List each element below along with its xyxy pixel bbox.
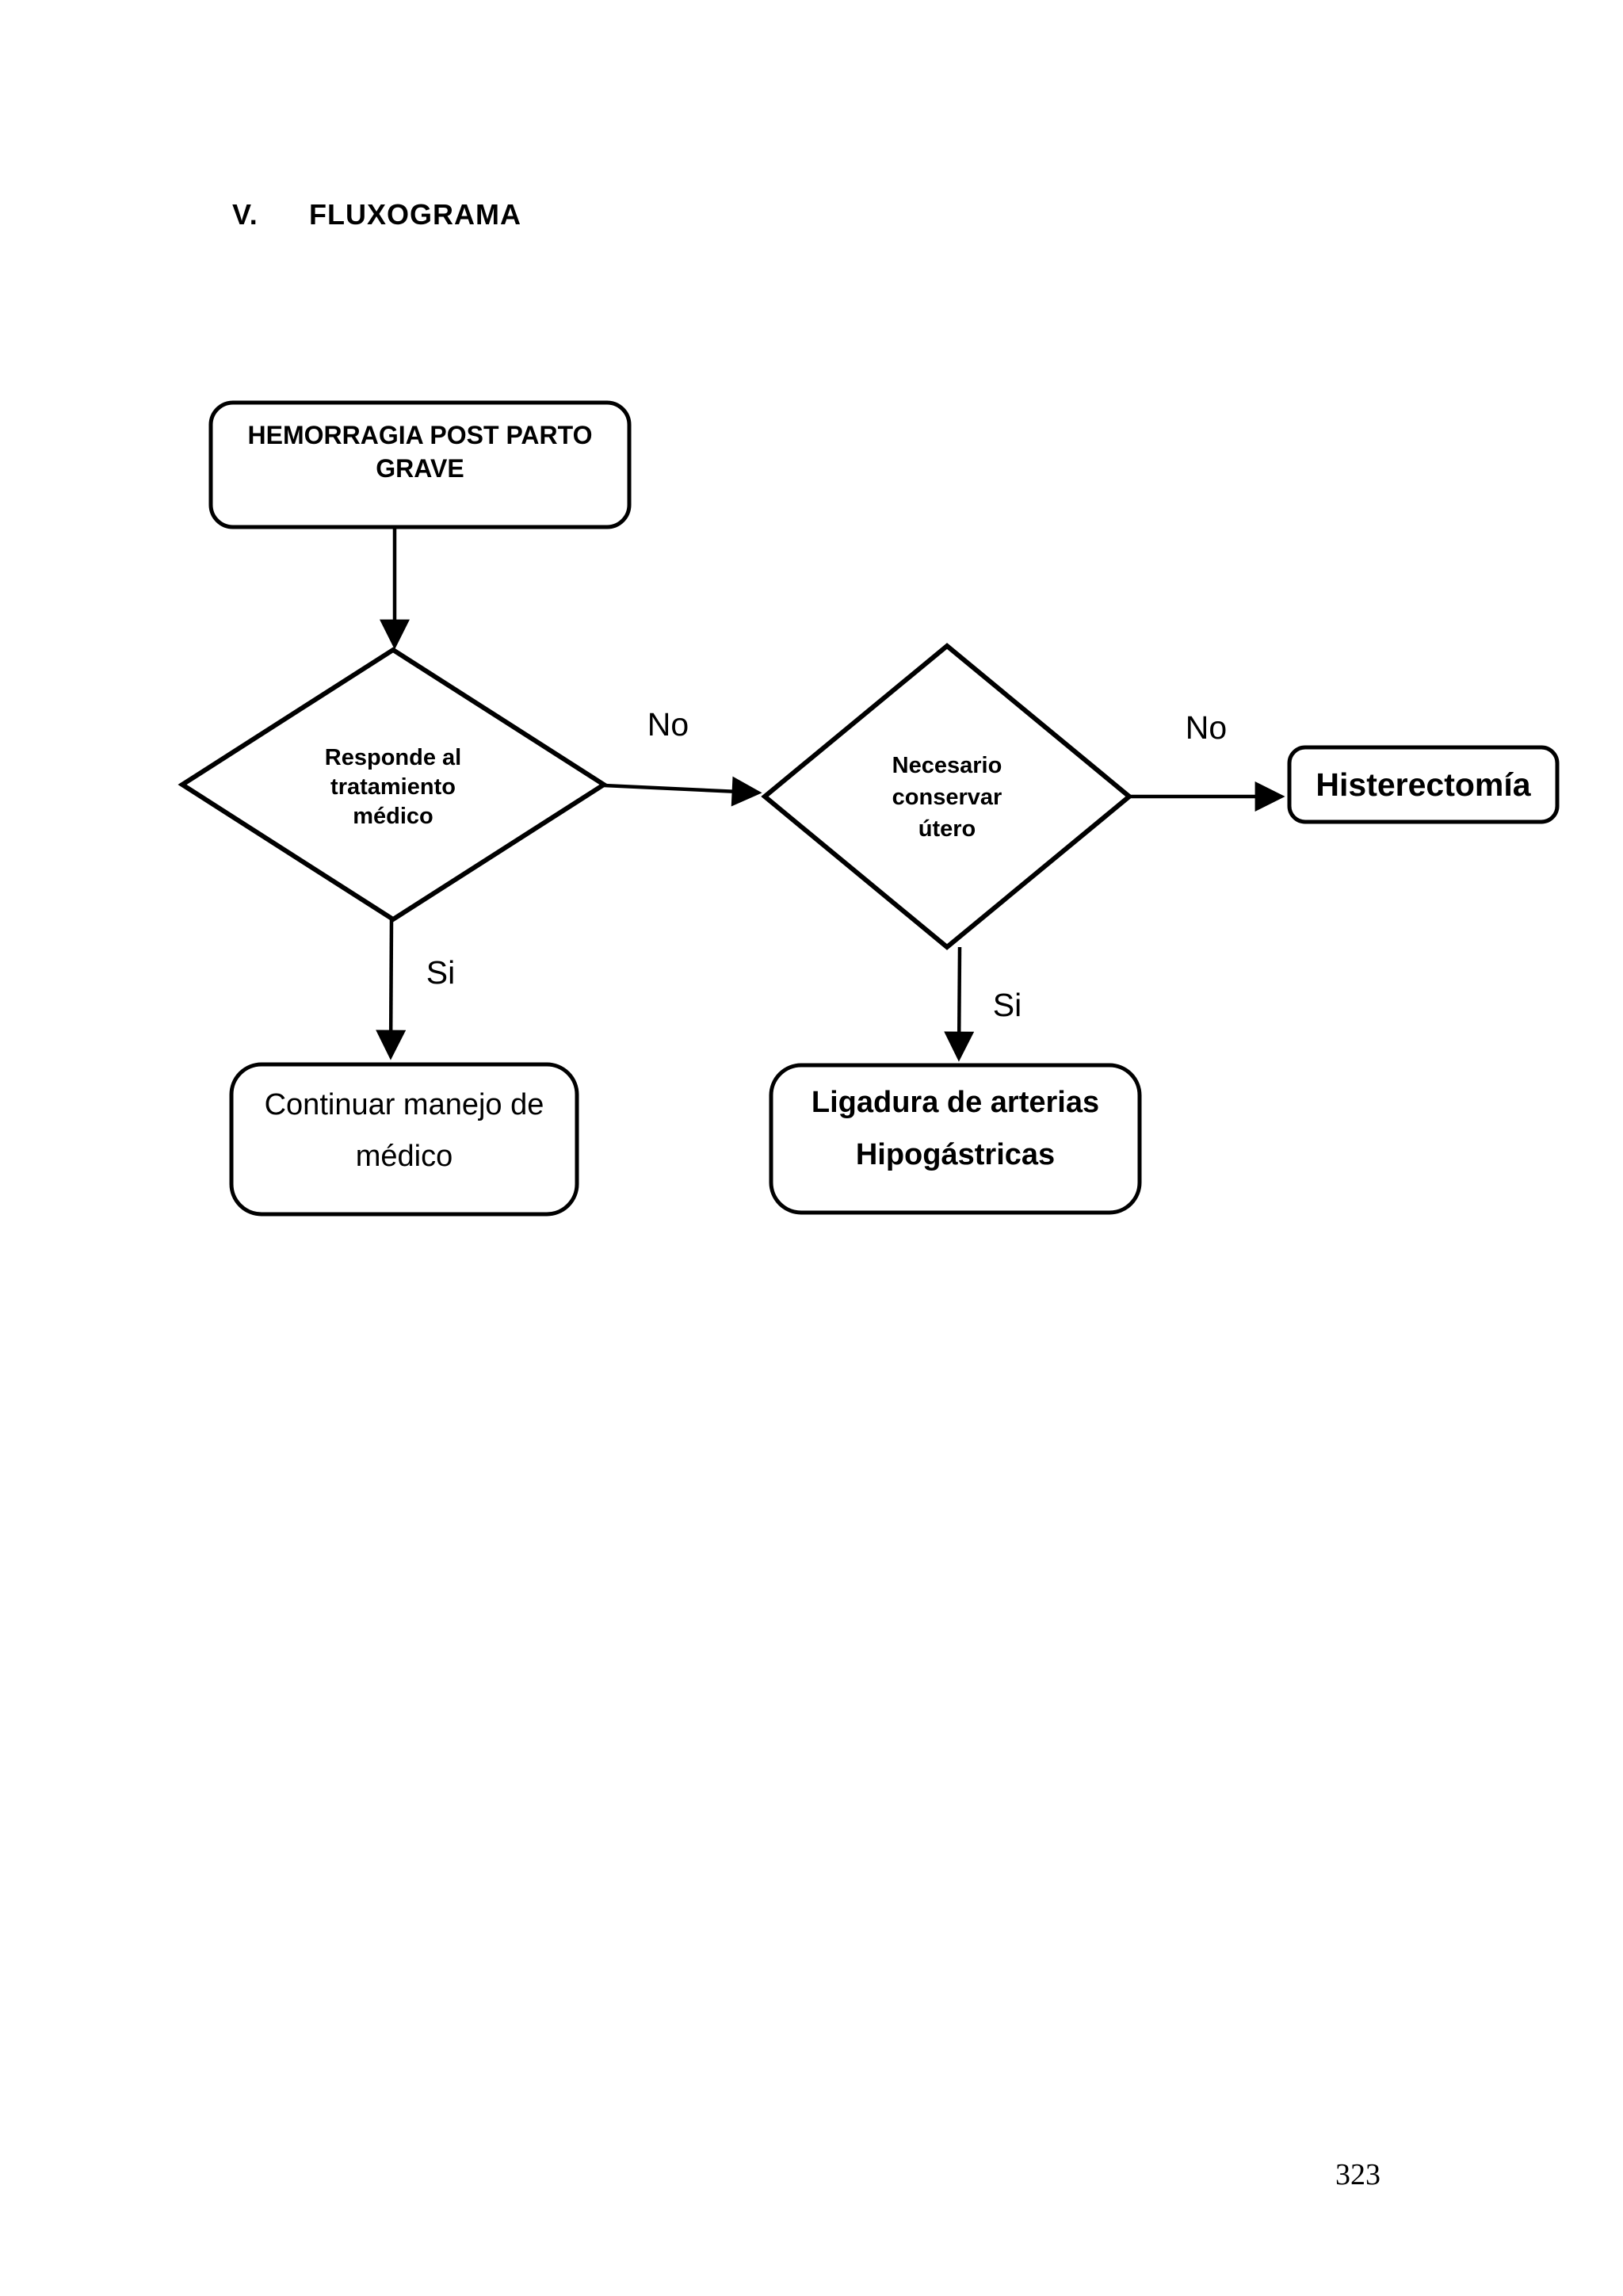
edge-necesario-to-ligadura: [944, 946, 975, 1062]
edge-label-si-responde: Si: [426, 954, 456, 991]
edge-label-si-necesario: Si: [992, 987, 1022, 1023]
label-line: HEMORRAGIA POST PARTO: [247, 421, 593, 449]
page-number: 323: [1335, 2158, 1381, 2191]
histerectomia-node-label: Histerectomía: [1289, 766, 1557, 804]
label-line: médico: [355, 1140, 453, 1173]
continuar-node-label: Continuar manejo de médico: [231, 1079, 577, 1182]
section-title: FLUXOGRAMA: [309, 198, 521, 231]
label-line: Continuar manejo de: [264, 1088, 544, 1121]
decision-necesario-label: Necesario conservar útero: [765, 750, 1129, 845]
label-line: tratamiento: [330, 774, 456, 800]
label-line: Responde al: [324, 745, 462, 770]
ligadura-node-shape: [769, 1063, 1142, 1215]
label-line: útero: [918, 816, 976, 842]
start-node-label: HEMORRAGIA POST PARTO GRAVE: [211, 418, 629, 485]
section-numeral: V.: [232, 198, 258, 231]
continuar-node-shape: [229, 1062, 579, 1217]
label-line: GRAVE: [376, 454, 464, 483]
edge-label-no-responde: No: [647, 706, 689, 743]
label-line: Hipogástricas: [855, 1138, 1056, 1171]
label-line: médico: [353, 804, 433, 829]
ligadura-node-label: Ligadura de arterias Hipogástricas: [771, 1076, 1140, 1181]
decision-responde-label: Responde al tratamiento médico: [182, 743, 604, 831]
label-line: Histerectomía: [1316, 766, 1531, 803]
label-line: Necesario: [892, 753, 1002, 778]
decision-responde-shape: [178, 647, 609, 923]
label-line: conservar: [892, 785, 1002, 810]
start-node-shape: [208, 400, 632, 529]
histerectomia-node-shape: [1287, 745, 1560, 824]
label-line: Ligadura de arterias: [811, 1086, 1100, 1119]
edge-label-no-necesario: No: [1185, 709, 1228, 746]
edge-responde-to-necesario: [603, 776, 762, 807]
decision-necesario-shape: [761, 643, 1133, 950]
